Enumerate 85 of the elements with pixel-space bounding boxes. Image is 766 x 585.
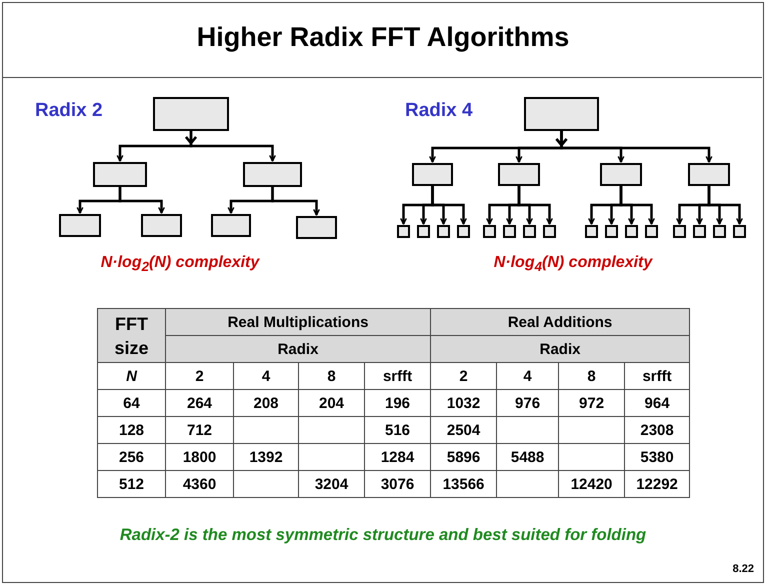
tree-box bbox=[397, 225, 410, 238]
column-header: srfft bbox=[364, 362, 431, 390]
row-header: 128 bbox=[98, 416, 166, 444]
tree-box bbox=[524, 97, 599, 131]
tree-box bbox=[141, 214, 182, 237]
column-header: 2 bbox=[430, 362, 497, 390]
arrow bbox=[271, 187, 320, 216]
data-value: 5488 bbox=[496, 444, 559, 470]
tree-box bbox=[600, 163, 642, 186]
tree-box bbox=[296, 216, 337, 239]
data-value: 1284 bbox=[364, 444, 431, 470]
data-value: 1032 bbox=[430, 390, 497, 416]
tree-box bbox=[585, 225, 598, 238]
arrow bbox=[118, 187, 165, 214]
data-value: 12420 bbox=[558, 470, 625, 498]
arrow bbox=[620, 186, 655, 225]
tree-box bbox=[503, 225, 516, 238]
tree-box bbox=[523, 225, 536, 238]
column-header: Real Additions bbox=[430, 308, 690, 336]
tree-box bbox=[605, 225, 618, 238]
data-value: 1392 bbox=[234, 444, 298, 470]
data-value: 712 bbox=[166, 416, 234, 444]
tree-box bbox=[625, 225, 638, 238]
tree-box bbox=[412, 163, 453, 186]
data-value: 5896 bbox=[430, 444, 497, 470]
data-value: 264 bbox=[166, 390, 234, 416]
tree-box bbox=[673, 225, 686, 238]
data-value: 976 bbox=[496, 390, 559, 416]
column-header: 4 bbox=[234, 362, 298, 390]
column-header: 4 bbox=[496, 362, 559, 390]
data-value: 12292 bbox=[624, 470, 690, 498]
data-value: 2504 bbox=[430, 416, 497, 444]
tree-box bbox=[437, 225, 450, 238]
column-header: FFT size bbox=[98, 308, 166, 362]
column-header: Radix bbox=[430, 336, 690, 362]
complexity-note: N·log$_{2}$(N) complexity bbox=[100, 254, 261, 274]
complexity-note: N·log$_{4}$(N) complexity bbox=[492, 254, 654, 274]
column-header: 2 bbox=[166, 362, 234, 390]
row-header: 64 bbox=[98, 390, 166, 416]
data-value: 3076 bbox=[364, 470, 431, 498]
tree-box bbox=[693, 225, 706, 238]
tree-box bbox=[417, 225, 430, 238]
tree-box bbox=[243, 162, 302, 187]
tree-box bbox=[153, 97, 229, 131]
data-value: 1800 bbox=[166, 444, 234, 470]
tree-box bbox=[713, 225, 726, 238]
diagram-heading: Radix 4 bbox=[405, 100, 473, 122]
tree-box bbox=[59, 214, 101, 237]
tree-box bbox=[733, 225, 746, 238]
tree-box bbox=[457, 225, 470, 238]
column-header: Radix bbox=[166, 336, 431, 362]
arrow bbox=[185, 131, 276, 162]
tree-box bbox=[498, 163, 540, 186]
data-value: 208 bbox=[234, 390, 298, 416]
column-header: 8 bbox=[558, 362, 625, 390]
tree-box bbox=[543, 225, 556, 238]
column-header: 8 bbox=[298, 362, 364, 390]
tree-box bbox=[645, 225, 658, 238]
diagram-heading: Radix 2 bbox=[35, 100, 103, 122]
data-value: 972 bbox=[558, 390, 625, 416]
row-header: 256 bbox=[98, 444, 166, 470]
tree-box bbox=[688, 163, 730, 186]
tree-box bbox=[483, 225, 496, 238]
caption-note: Radix-2 is the most symmetric structure and best suited for folding bbox=[118, 526, 648, 545]
column-header: srfft bbox=[624, 362, 690, 390]
data-value: 964 bbox=[624, 390, 690, 416]
row-header: 512 bbox=[98, 470, 166, 498]
data-value: 196 bbox=[364, 390, 431, 416]
data-value: 516 bbox=[364, 416, 431, 444]
page-number: 8.22 bbox=[732, 563, 754, 575]
arrow bbox=[431, 186, 467, 225]
arrow bbox=[708, 186, 743, 225]
slide-title: Higher Radix FFT Algorithms bbox=[196, 22, 570, 53]
data-value: 3204 bbox=[298, 470, 364, 498]
arrow bbox=[556, 131, 712, 163]
arrow bbox=[518, 186, 553, 225]
data-value: 13566 bbox=[430, 470, 497, 498]
data-value: 204 bbox=[298, 390, 364, 416]
tree-box bbox=[93, 162, 147, 187]
column-header: N bbox=[98, 362, 166, 390]
tree-box bbox=[211, 214, 251, 237]
column-header: Real Multiplications bbox=[166, 308, 431, 336]
data-value: 2308 bbox=[624, 416, 690, 444]
data-value: 4360 bbox=[166, 470, 234, 498]
data-value: 5380 bbox=[624, 444, 690, 470]
